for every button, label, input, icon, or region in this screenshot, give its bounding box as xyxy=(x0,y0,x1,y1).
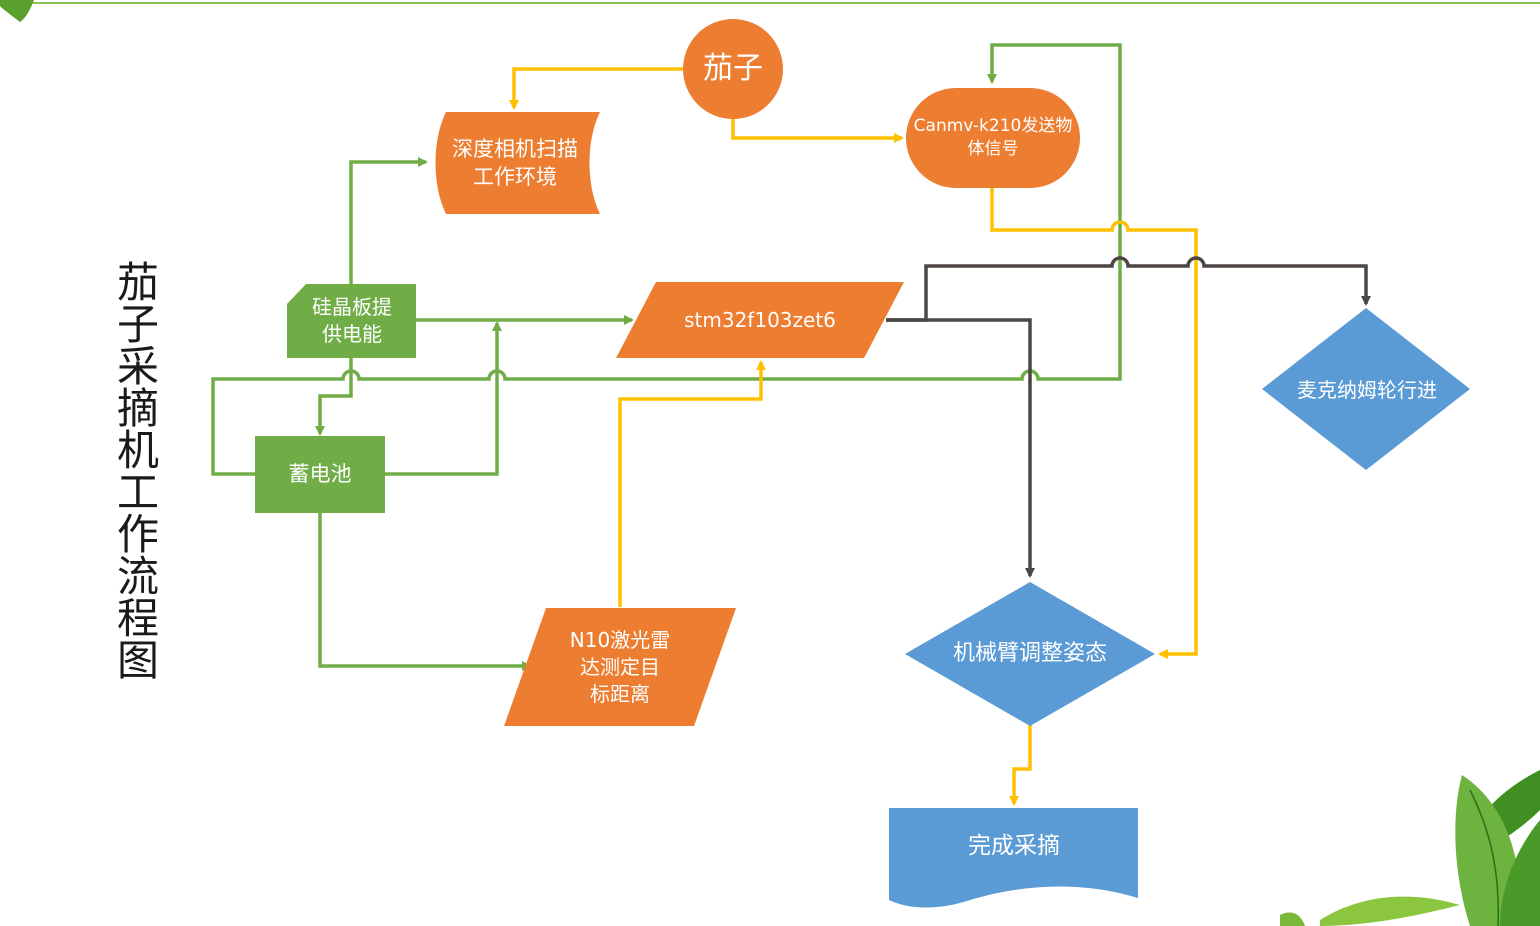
edge-lidar-to-stm32 xyxy=(618,360,766,607)
power-connectors xyxy=(211,43,1122,671)
node-battery-shape xyxy=(255,436,385,513)
node-depth-camera[interactable]: 深度相机扫描 工作环境 xyxy=(452,136,578,189)
node-arm[interactable]: 机械臂调整姿态 xyxy=(952,641,1107,667)
leaf-decoration-icon xyxy=(0,0,34,22)
page-title: 茄子采摘机工作流程图 xyxy=(116,258,159,685)
node-solar-shape xyxy=(287,284,416,358)
edge-stm32-to-mecanum xyxy=(886,256,1371,322)
node-lidar[interactable]: N10激光雷 达测定目 标距离 xyxy=(569,627,671,706)
node-done-shape xyxy=(889,808,1138,908)
node-mecanum[interactable]: 麦克纳姆轮行进 xyxy=(1297,377,1437,402)
node-eggplant-shape xyxy=(683,19,783,119)
edge-solar-to-battery xyxy=(315,358,353,436)
leaf-decoration-icon xyxy=(1280,770,1540,926)
edge-eggplant-to-canmv xyxy=(731,118,904,143)
node-arm-shape xyxy=(905,582,1155,726)
node-done[interactable]: 完成采摘 xyxy=(968,833,1060,860)
node-mecanum-shape xyxy=(1262,308,1470,470)
edge-solar-to-camera xyxy=(349,157,428,285)
node-canmv-shape xyxy=(906,88,1080,188)
node-stm32[interactable]: stm32f103zet6 xyxy=(684,307,836,332)
edge-canmv-to-arm xyxy=(990,188,1198,659)
node-lidar-shape xyxy=(504,608,736,726)
edge-arm-to-done xyxy=(1009,725,1032,806)
node-canmv[interactable]: Canmv-k210发送物 体信号 xyxy=(913,116,1073,159)
node-depth-camera-shape xyxy=(435,112,600,214)
edge-eggplant-to-camera xyxy=(509,67,684,110)
edge-battery-to-canmv xyxy=(211,43,1122,476)
node-eggplant[interactable]: 茄子 xyxy=(703,50,763,86)
control-connectors xyxy=(886,256,1371,578)
edge-battery-to-stm32 xyxy=(385,321,502,476)
node-battery[interactable]: 蓄电池 xyxy=(288,462,352,487)
node-solar[interactable]: 硅晶板提 供电能 xyxy=(312,295,392,346)
signal-connectors xyxy=(509,67,1198,806)
edge-stm32-to-arm xyxy=(886,318,1035,578)
node-stm32-shape xyxy=(616,282,904,358)
edge-battery-to-lidar xyxy=(318,513,532,671)
